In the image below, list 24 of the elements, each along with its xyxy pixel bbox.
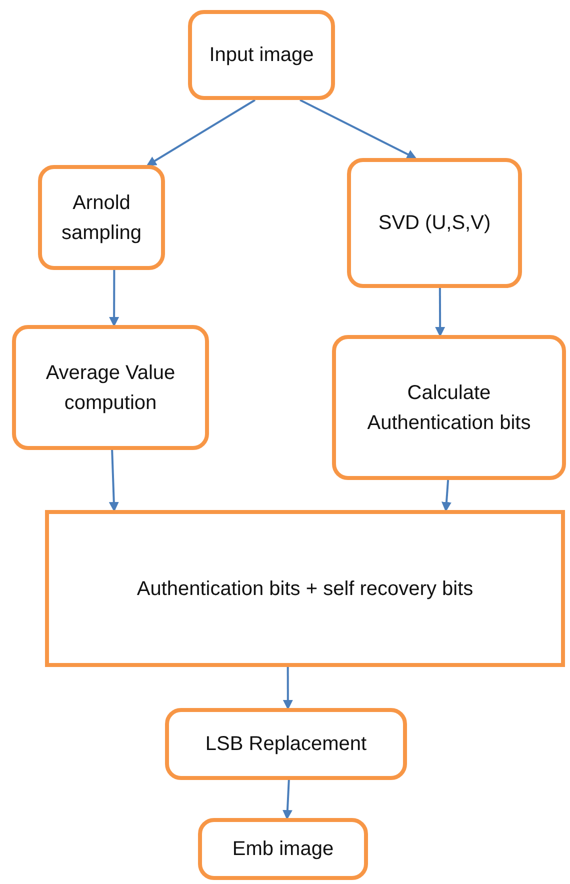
arrow — [300, 99, 417, 159]
box-label: Average Value compution — [44, 360, 176, 416]
box-label: Authentication bits + self recovery bits — [136, 576, 474, 602]
arrow — [282, 667, 293, 710]
process-box — [188, 10, 335, 100]
process-box — [347, 158, 522, 288]
arrow — [108, 450, 119, 512]
process-box — [38, 165, 165, 270]
process-box — [45, 510, 565, 667]
arrow — [282, 780, 292, 820]
box-label: LSB Replacement — [205, 732, 367, 757]
box-label: Arnold sampling — [60, 190, 143, 246]
box-label: Calculate Authentication bits — [366, 380, 532, 436]
box-label: Input image — [209, 43, 314, 68]
box-label: Emb image — [232, 837, 334, 862]
arrow — [435, 288, 446, 337]
process-box — [12, 325, 209, 450]
arrow — [146, 99, 256, 166]
process-box — [332, 335, 566, 480]
arrow — [109, 270, 120, 327]
box-label: SVD (U,S,V) — [378, 211, 491, 236]
arrow — [442, 480, 452, 512]
process-box — [198, 818, 368, 880]
process-box — [165, 708, 407, 780]
